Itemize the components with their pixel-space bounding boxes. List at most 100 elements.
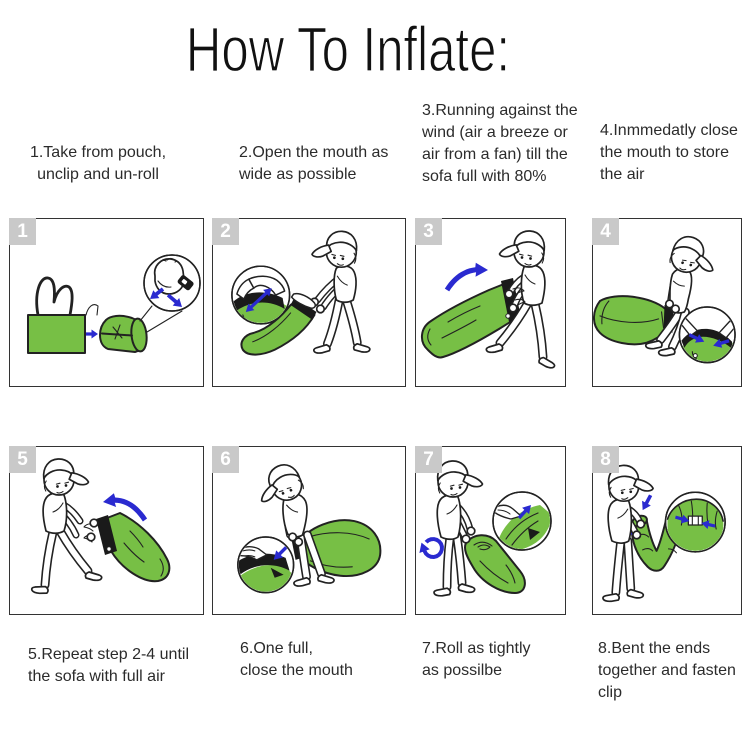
boy-figure xyxy=(250,458,335,587)
caption-step-3: 3.Running against the wind (air a breeze … xyxy=(422,100,578,188)
boy-shoe xyxy=(293,576,311,587)
caption-step-1: 1.Take from pouch,unclip and un-roll xyxy=(18,142,178,186)
rolled-sofa xyxy=(99,314,148,353)
half-inflated-sofa xyxy=(106,512,171,583)
panel-step-3: 3 xyxy=(415,218,566,387)
caption-line: the sofa with full air xyxy=(28,668,165,685)
boy-figure xyxy=(432,460,484,598)
boy-hand xyxy=(315,304,326,314)
caption-line: sofa full with 80% xyxy=(422,168,547,185)
boy-shoe xyxy=(432,586,452,598)
caption-step-6: 6.One full, close the mouth xyxy=(240,638,353,682)
boy-shoe xyxy=(312,343,331,354)
arrow-fold-icon xyxy=(273,545,288,560)
pouch-strap xyxy=(35,276,74,317)
boy-hand xyxy=(293,537,304,547)
caption-line: 3.Running against the xyxy=(422,102,578,119)
storage-pouch xyxy=(27,314,86,354)
boy-shoe xyxy=(352,342,371,353)
caption-line: air from a fan) till the xyxy=(422,146,568,163)
roll-tight-zoom-detail xyxy=(492,491,552,551)
rolling-sofa xyxy=(463,534,526,594)
panel-step-8: 8 xyxy=(592,446,742,615)
figure-step-1 xyxy=(27,254,201,354)
clip-buckle xyxy=(687,515,703,526)
boy-shoe xyxy=(626,588,645,599)
arrow-curved-icon xyxy=(103,493,148,522)
mouth-rim-right xyxy=(248,275,286,296)
boy-hand xyxy=(504,289,514,299)
boy-hand xyxy=(461,534,471,544)
figure-step-2 xyxy=(231,230,371,356)
step-number-badge: 5 xyxy=(9,446,36,473)
step-number-badge: 1 xyxy=(9,218,36,245)
boy-figure xyxy=(644,231,723,358)
unclip-zoom-detail xyxy=(139,254,201,333)
step-number-badge: 8 xyxy=(592,446,619,473)
caption-step-8: 8.Bent the ends together and fasten clip xyxy=(598,638,736,704)
boy-head xyxy=(42,458,90,496)
arrow-close-icon xyxy=(688,333,705,343)
panel-step-6: 6 xyxy=(212,446,406,615)
boy-shoe xyxy=(457,583,476,594)
caption-line: close the mouth xyxy=(240,662,353,679)
boy-shoe xyxy=(317,573,335,584)
boy-hand xyxy=(670,304,681,314)
panel-step-2: 2 xyxy=(212,218,406,387)
caption-line: together and fasten xyxy=(598,662,736,679)
page-title: How To Inflate: xyxy=(185,14,511,85)
caption-line: unclip and un-roll xyxy=(37,166,159,183)
boy-shoe xyxy=(84,571,103,582)
pouch-strap-end xyxy=(85,304,99,316)
figure-step-3 xyxy=(421,230,557,370)
arrow-up-icon xyxy=(517,505,531,520)
boy-hand xyxy=(287,532,298,542)
figure-step-8 xyxy=(601,464,726,604)
step-number-badge: 3 xyxy=(415,218,442,245)
boy-torso xyxy=(607,498,633,545)
boy-head xyxy=(311,230,358,269)
step-number-badge: 7 xyxy=(415,446,442,473)
boy-hand xyxy=(86,532,96,542)
step-number-badge: 2 xyxy=(212,218,239,245)
arrow-close-icon xyxy=(713,338,730,348)
clip-wedge xyxy=(528,528,540,540)
boy-shoe xyxy=(657,346,676,358)
arrow-in-icon xyxy=(675,514,690,524)
caption-line: 8.Bent the ends xyxy=(598,640,711,657)
boy-figure xyxy=(30,458,103,597)
caption-line: wind (air a breeze or xyxy=(422,124,568,141)
boy-hand xyxy=(89,518,99,528)
panel-step-5: 5 xyxy=(9,446,204,615)
inflated-sofa xyxy=(593,295,669,346)
boy-hand xyxy=(466,526,476,536)
arrow-double-icon xyxy=(245,288,272,312)
mouth-fold-zoom-detail xyxy=(237,536,295,594)
boy-figure xyxy=(485,230,557,370)
caption-line: the mouth to store xyxy=(600,144,729,161)
sofa-mouth-band xyxy=(290,297,317,320)
mouth-open-zoom-detail xyxy=(231,265,291,325)
boy-hand xyxy=(632,530,642,540)
caption-line: 6.One full, xyxy=(240,640,313,657)
sofa-mouth-band xyxy=(96,515,117,555)
hand-fist xyxy=(153,257,185,295)
arrow-sw-icon xyxy=(150,287,165,299)
arrow-curved-icon xyxy=(444,262,488,292)
boy-torso xyxy=(520,264,546,307)
step-number-badge: 4 xyxy=(592,218,619,245)
boy-head xyxy=(498,230,546,268)
caption-line: 2.Open the mouth as xyxy=(239,144,389,161)
boy-figure xyxy=(309,230,371,354)
clip-buckle xyxy=(177,275,194,291)
caption-line: clip xyxy=(598,684,623,701)
arrow-roll-icon xyxy=(419,537,444,559)
caption-line: wide as possible xyxy=(239,166,357,183)
boy-torso xyxy=(42,492,68,535)
arrow-in-icon xyxy=(701,520,716,530)
figure-step-7 xyxy=(419,460,552,598)
